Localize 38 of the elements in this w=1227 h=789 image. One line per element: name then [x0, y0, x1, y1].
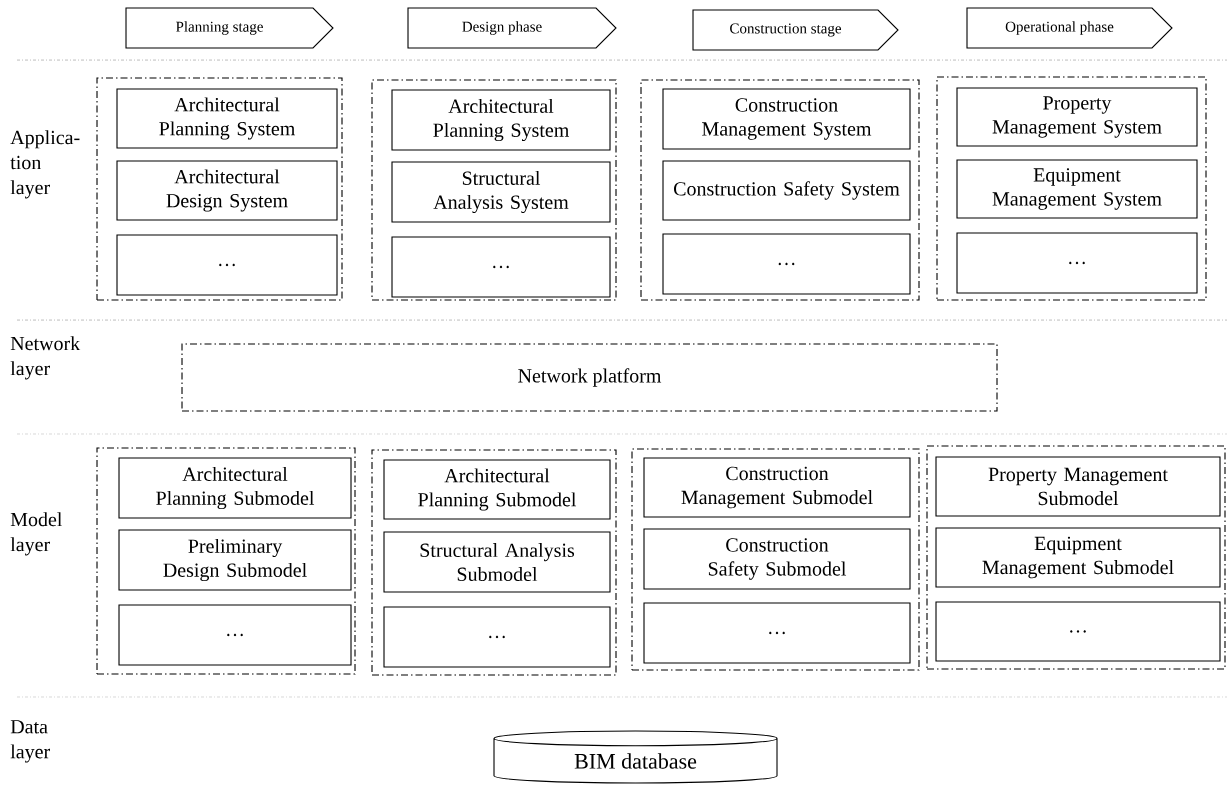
module-box: …	[118, 604, 352, 666]
group-frame	[631, 448, 920, 671]
module-box: …	[643, 602, 911, 664]
module-box: …	[935, 601, 1221, 662]
module-box: Property Management System	[956, 87, 1198, 147]
module-box: Construction Management System	[662, 88, 911, 150]
module-box: …	[662, 233, 911, 295]
module-box: Equipment Management System	[956, 159, 1198, 219]
module-box: …	[956, 232, 1198, 294]
module-box: Construction Management Submodel	[643, 457, 911, 518]
group-frame	[640, 79, 920, 301]
module-box: Structural Analysis System	[391, 161, 611, 223]
module-box: Structural Analysis Submodel	[383, 531, 611, 593]
layer-label: Model layer	[10, 512, 63, 556]
group-frame	[96, 447, 356, 675]
database-cylinder: BIM database	[493, 730, 778, 784]
module-box: Architectural Planning System	[391, 89, 611, 151]
module-box: …	[116, 234, 338, 296]
layer-label: Network layer	[10, 336, 81, 380]
layer-label: Data layer	[10, 720, 50, 763]
module-box: Property Management Submodel	[935, 456, 1221, 517]
module-box: …	[391, 236, 611, 298]
layer-label: Applica- tion layer	[10, 130, 80, 199]
module-box: Architectural Planning System	[116, 88, 338, 149]
module-box: Architectural Planning Submodel	[383, 459, 611, 520]
platform-box: Network platform	[181, 343, 998, 412]
module-box: Construction Safety Submodel	[643, 528, 911, 590]
group-frame	[371, 449, 617, 676]
group-frame	[96, 77, 343, 301]
module-box: Equipment Management Submodel	[935, 527, 1221, 588]
module-box: Architectural Design System	[116, 160, 338, 221]
module-box: Construction Safety System	[662, 160, 911, 221]
group-frame	[371, 79, 617, 301]
module-box: …	[383, 606, 611, 668]
group-frame	[936, 76, 1207, 301]
module-box: Preliminary Design Submodel	[118, 529, 352, 591]
module-box: Architectural Planning Submodel	[118, 457, 352, 519]
group-frame	[926, 445, 1226, 670]
